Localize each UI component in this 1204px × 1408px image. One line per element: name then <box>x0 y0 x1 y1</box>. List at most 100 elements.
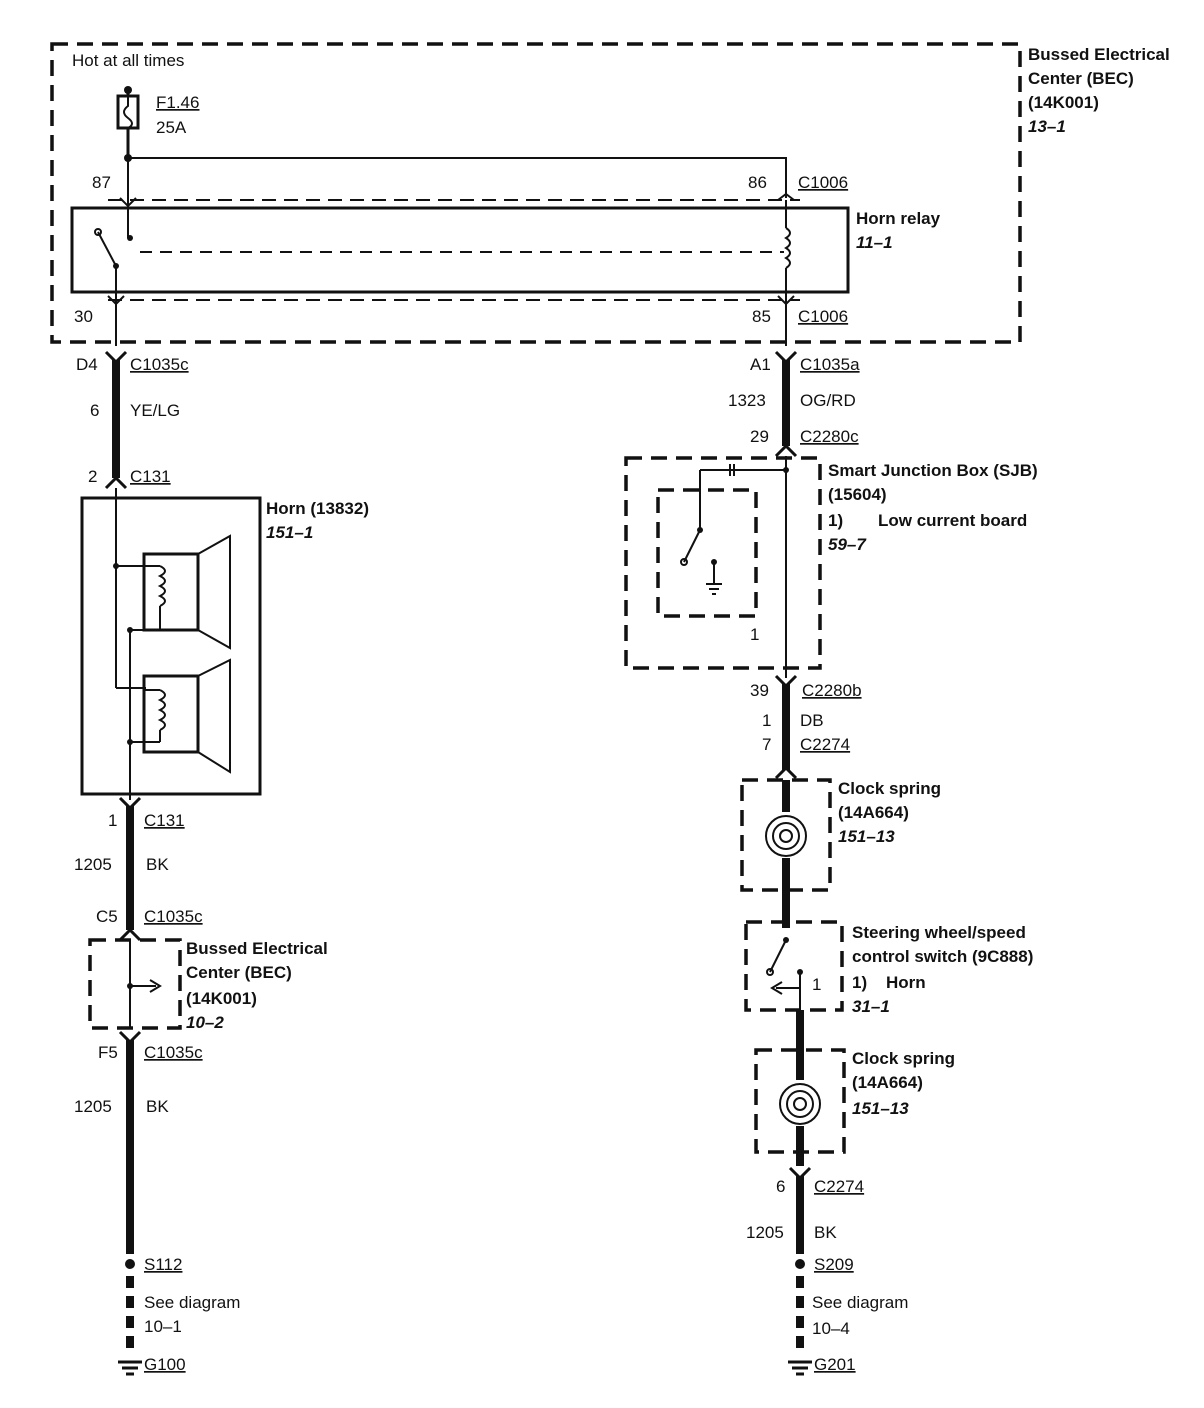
clock2-part: (14A664) <box>852 1073 923 1092</box>
left-see-ref: 10–1 <box>144 1317 182 1336</box>
bec-part: (14K001) <box>1028 93 1099 112</box>
horn-name: Horn (13832) <box>266 499 369 518</box>
right-see-ref: 10–4 <box>812 1319 850 1338</box>
right-c2274-bottom: C2274 <box>814 1177 864 1196</box>
right-pin-6: 6 <box>776 1177 785 1196</box>
left-circuit-1205-b: 1205 <box>74 1097 112 1116</box>
right-see-diagram: See diagram <box>812 1293 908 1312</box>
right-circuit-1323: 1323 <box>728 391 766 410</box>
relay-coil-icon <box>777 192 795 300</box>
bec-lower-bus-icon <box>127 940 162 1028</box>
sjb-ref: 59–7 <box>828 535 867 554</box>
left-c131-top: C131 <box>130 467 171 486</box>
sjb-name: Smart Junction Box (SJB) <box>828 461 1038 480</box>
left-pin-1: 1 <box>108 811 117 830</box>
clock1-name: Clock spring <box>838 779 941 798</box>
steering-switch-box <box>744 920 844 1012</box>
right-circuit-1: 1 <box>762 711 771 730</box>
left-c5: C5 <box>96 907 118 926</box>
left-ground: G100 <box>144 1355 186 1374</box>
left-color-yelg: YE/LG <box>130 401 180 420</box>
right-a1: A1 <box>750 355 771 374</box>
relay-pin-85: 85 <box>752 307 771 326</box>
right-color-db: DB <box>800 711 824 730</box>
right-c2280c: C2280c <box>800 427 859 446</box>
clock1-part: (14A664) <box>838 803 909 822</box>
clock-spring-1-box <box>740 778 832 892</box>
horn-ref: 151–1 <box>266 523 313 542</box>
sjb-inner-1: 1 <box>750 625 759 644</box>
relay-name: Horn relay <box>856 209 941 228</box>
right-circuit-1205: 1205 <box>746 1223 784 1242</box>
relay-pin-86: 86 <box>748 173 767 192</box>
left-pin-2: 2 <box>88 467 97 486</box>
right-color-ogrd: OG/RD <box>800 391 856 410</box>
left-circuit-1205-a: 1205 <box>74 855 112 874</box>
switch-note-num: 1) <box>852 973 867 992</box>
left-c1035c-c: C1035c <box>144 1043 203 1062</box>
splice-s209-dot <box>795 1259 805 1269</box>
sjb-switch-icon <box>680 456 789 678</box>
relay-conn-top: C1006 <box>798 173 848 192</box>
chevron-c2280c <box>774 443 798 458</box>
left-c1035c-b: C1035c <box>144 907 203 926</box>
relay-switch-icon <box>94 197 784 300</box>
bec-title-1: Bussed Electrical <box>1028 45 1170 64</box>
bec-title-2: Center (BEC) <box>1028 69 1134 88</box>
bec-ref: 13–1 <box>1028 117 1066 136</box>
bec2-part: (14K001) <box>186 989 257 1008</box>
right-splice: S209 <box>814 1255 854 1274</box>
sjb-part: (15604) <box>828 485 887 504</box>
relay-conn-bottom: C1006 <box>798 307 848 326</box>
right-pin-29: 29 <box>750 427 769 446</box>
clock-spring-2-icon <box>779 1050 821 1166</box>
horn-box <box>80 496 262 796</box>
right-ground: G201 <box>814 1355 856 1374</box>
left-splice: S112 <box>144 1255 182 1274</box>
left-f5: F5 <box>98 1043 118 1062</box>
left-c131-bottom: C131 <box>144 811 185 830</box>
clock2-name: Clock spring <box>852 1049 955 1068</box>
clock-spring-1-icon <box>765 780 807 928</box>
sjb-note: Low current board <box>878 511 1027 530</box>
switch-inner-1: 1 <box>812 975 821 994</box>
left-circuit-6: 6 <box>90 401 99 420</box>
left-c1035c-a: C1035c <box>130 355 189 374</box>
right-c1035a: C1035a <box>800 355 860 374</box>
right-c2280b: C2280b <box>802 681 862 700</box>
fuse-id: F1.46 <box>156 93 199 112</box>
horn-relay-box <box>70 206 850 294</box>
splice-s112-dot <box>125 1259 135 1269</box>
relay-pin-30: 30 <box>74 307 93 326</box>
relay-ref: 11–1 <box>856 233 893 252</box>
left-d4: D4 <box>76 355 98 374</box>
switch-name-2: control switch (9C888) <box>852 947 1033 966</box>
bec2-title-1: Bussed Electrical <box>186 939 328 958</box>
right-pin-39: 39 <box>750 681 769 700</box>
horn-speaker-icon <box>113 488 231 800</box>
clock2-ref: 151–13 <box>852 1099 909 1118</box>
sjb-low-current-board <box>656 488 758 618</box>
left-color-bk-b: BK <box>146 1097 169 1116</box>
left-see-diagram: See diagram <box>144 1293 240 1312</box>
bec-enclosure-lower <box>88 938 182 1030</box>
right-c2274-top: C2274 <box>800 735 850 754</box>
relay-pin-87: 87 <box>92 173 111 192</box>
clock1-ref: 151–13 <box>838 827 895 846</box>
sjb-note-num: 1) <box>828 511 843 530</box>
bec2-title-2: Center (BEC) <box>186 963 292 982</box>
chevron-c131-top <box>104 475 128 490</box>
sjb-enclosure <box>624 456 822 670</box>
switch-note: Horn <box>886 973 926 992</box>
right-color-bk: BK <box>814 1223 837 1242</box>
ground-g100-icon <box>118 1360 142 1376</box>
bec-enclosure-top <box>50 42 1022 344</box>
chevron-c5 <box>118 927 142 942</box>
bec2-ref: 10–2 <box>186 1013 224 1032</box>
fuse-icon <box>116 86 140 162</box>
left-color-bk-a: BK <box>146 855 169 874</box>
fuse-rating: 25A <box>156 118 187 137</box>
chevron-c2274-top <box>774 765 798 780</box>
ground-g201-icon <box>788 1360 812 1376</box>
